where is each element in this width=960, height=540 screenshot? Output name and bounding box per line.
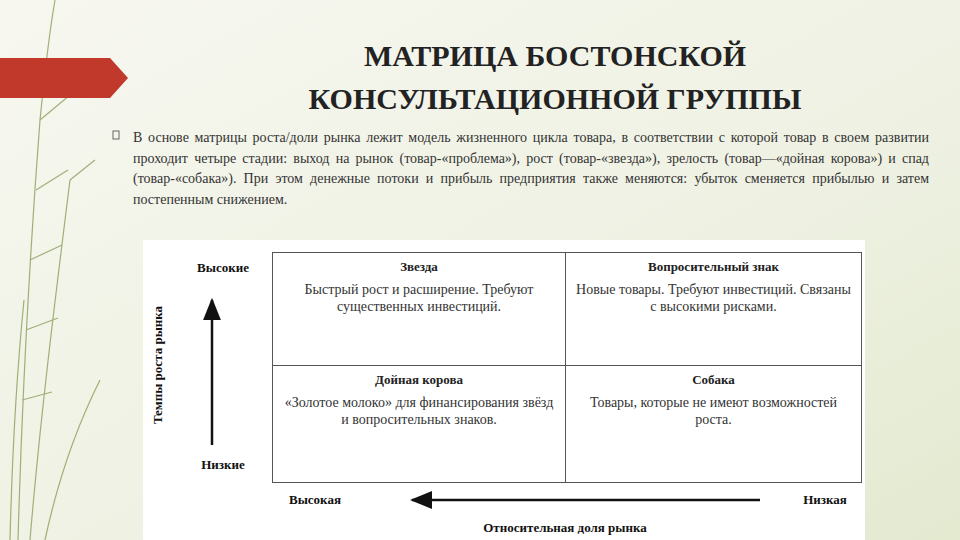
- title-tab: [0, 58, 128, 98]
- cell-description: «Золотое молоко» для финансирования звёз…: [281, 394, 557, 428]
- cell-heading: Дойная корова: [281, 372, 557, 388]
- cell-heading: Собака: [574, 372, 853, 388]
- intro-paragraph: В основе матрицы роста/доли рынка лежит …: [133, 128, 929, 210]
- axis-low-label: Низкие: [180, 456, 266, 474]
- matrix-cell: ЗвездаБыстрый рост и расширение. Требуют…: [272, 252, 565, 365]
- matrix-cell: Дойная корова «Золотое молоко» для финанс…: [272, 365, 565, 483]
- axis-title: Относительная доля рынка: [430, 519, 700, 537]
- cell-heading: Вопросительный знак: [574, 259, 853, 275]
- matrix-panel: [143, 240, 865, 540]
- matrix-cell: Вопросительный знакНовые товары. Требуют…: [565, 252, 862, 365]
- matrix-cell: СобакаТовары, которые не имеют возможнос…: [565, 365, 862, 483]
- cell-description: Быстрый рост и расширение. Требуют сущес…: [281, 281, 557, 315]
- axis-low-label: Низкая: [785, 491, 865, 509]
- axis-high-label: Высокие: [180, 259, 266, 277]
- cell-heading: Звезда: [281, 259, 557, 275]
- growth-axis-arrow: [211, 300, 214, 445]
- cell-description: Товары, которые не имеют возможностей ро…: [574, 394, 853, 428]
- share-axis-arrow: [412, 499, 760, 502]
- slide-title: МАТРИЦА БОСТОНСКОЙ КОНСУЛЬТАЦИОННОЙ ГРУП…: [235, 34, 875, 120]
- cell-description: Новые товары. Требуют инвестиций. Связан…: [574, 281, 853, 315]
- axis-title: Темпы роста рынка: [149, 285, 167, 445]
- axis-high-label: Высокая: [270, 491, 360, 509]
- bullet-mark: [113, 131, 119, 139]
